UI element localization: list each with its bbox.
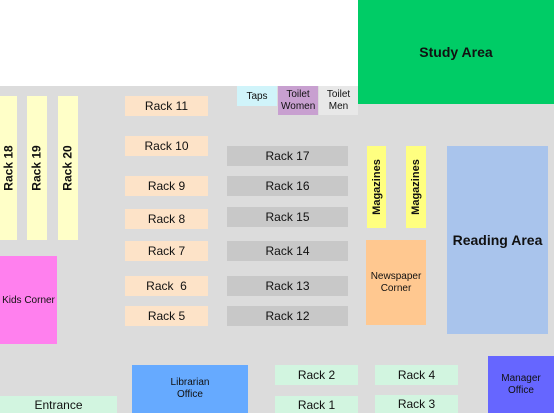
librarian-office: Librarian Office [132,365,248,413]
rack-12: Rack 12 [227,306,348,326]
rack-15: Rack 15 [227,207,348,227]
rack-11-label: Rack 11 [144,99,189,113]
rack-17: Rack 17 [227,146,348,166]
rack-14-label: Rack 14 [265,244,310,258]
magazines-rack-1: Magazines [367,146,386,228]
rack-19-label: Rack 19 [30,145,44,191]
rack-2-label: Rack 2 [297,368,336,382]
rack-3: Rack 3 [375,395,458,413]
rack-18-label: Rack 18 [1,145,16,191]
rack-7-label: Rack 7 [147,244,186,258]
rack-2: Rack 2 [275,365,358,385]
rack-4: Rack 4 [375,365,458,385]
manager-office: Manager Office [488,356,554,413]
rack-14: Rack 14 [227,241,348,261]
rack-5-label: Rack 5 [147,309,186,323]
kids-corner: Kids Corner [0,256,57,344]
magazines-2-label: Magazines [410,159,423,215]
rack-10-label: Rack 10 [144,139,189,153]
rack-12-label: Rack 12 [265,309,310,323]
rack-10: Rack 10 [125,136,208,156]
rack-19: Rack 19 [27,96,47,240]
rack-6-label: Rack 6 [146,279,187,293]
rack-13-label: Rack 13 [265,279,310,293]
rack-9: Rack 9 [125,176,208,196]
rack-7: Rack 7 [125,241,208,261]
rack-11: Rack 11 [125,96,208,116]
reading-area: Reading Area [447,146,548,334]
rack-17-label: Rack 17 [265,149,310,163]
rack-1-label: Rack 1 [297,397,336,412]
rack-8-label: Rack 8 [147,212,186,226]
magazines-rack-2: Magazines [406,146,426,228]
rack-16: Rack 16 [227,176,348,196]
manager-office-label: Manager Office [501,372,541,396]
entrance-label: Entrance [34,397,83,412]
taps: Taps [237,86,277,106]
rack-16-label: Rack 16 [265,179,310,193]
rack-4-label: Rack 4 [397,368,436,382]
study-area: Study Area [358,0,554,104]
toilet-women-label: Toilet Women [281,88,316,112]
rack-3-label: Rack 3 [397,397,436,411]
newspaper-corner-label: Newspaper Corner [370,270,422,294]
toilet-men: Toilet Men [319,86,358,115]
rack-15-label: Rack 15 [265,210,310,224]
rack-9-label: Rack 9 [147,179,186,193]
rack-6: Rack 6 [125,276,208,296]
study-area-label: Study Area [419,44,493,60]
magazines-1-label: Magazines [370,159,383,215]
toilet-women: Toilet Women [278,86,318,115]
reading-area-label: Reading Area [452,232,543,248]
librarian-office-label: Librarian Office [170,377,210,400]
rack-18: Rack 18 [0,96,17,240]
rack-20-label: Rack 20 [61,145,75,191]
toilet-men-label: Toilet Men [326,88,351,112]
rack-5: Rack 5 [125,306,208,326]
newspaper-corner: Newspaper Corner [366,240,426,325]
kids-corner-label: Kids Corner [2,294,55,306]
rack-13: Rack 13 [227,276,348,296]
taps-label: Taps [246,90,268,102]
rack-8: Rack 8 [125,209,208,229]
rack-1: Rack 1 [275,396,358,413]
entrance: Entrance [0,396,117,413]
rack-20: Rack 20 [58,96,78,240]
